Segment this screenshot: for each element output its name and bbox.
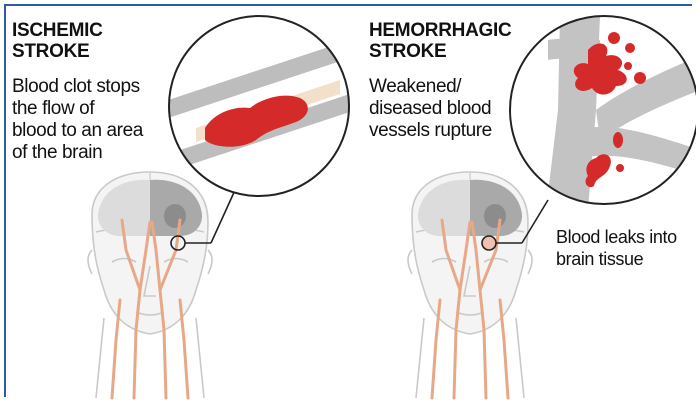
ischemic-desc-line-3: blood to an area	[12, 120, 143, 142]
magnified-artery-clot	[150, 16, 380, 196]
blood-leak-callout: Blood leaks into brain tissue	[556, 226, 677, 270]
ischemic-stroke-title: ISCHEMIC STROKE	[12, 20, 103, 62]
hemorrhagic-stroke-title: HEMORRHAGIC STROKE	[369, 20, 511, 62]
hemorrhagic-desc-line-2: diseased blood	[369, 98, 492, 120]
ischemic-title-line2: STROKE	[12, 41, 89, 62]
ischemic-title-line1: ISCHEMIC	[12, 20, 103, 41]
hemorrhagic-desc-line-1: Weakened/	[369, 76, 492, 98]
callout-line-1: Blood leaks into	[556, 226, 677, 248]
callout-line-2: brain tissue	[556, 248, 677, 270]
ischemic-desc-line-2: the flow of	[12, 98, 143, 120]
hemorrhagic-desc-line-3: vessels rupture	[369, 120, 492, 142]
hemorrhagic-title-line2: STROKE	[369, 41, 446, 62]
ischemic-desc-line-1: Blood clot stops	[12, 76, 143, 98]
magnified-vessel-rupture	[510, 16, 696, 210]
ischemic-description: Blood clot stops the flow of blood to an…	[12, 76, 143, 164]
hemorrhagic-description: Weakened/ diseased blood vessels rupture	[369, 76, 492, 142]
ischemic-desc-line-4: of the brain	[12, 142, 143, 164]
bleed-location-marker	[482, 236, 496, 250]
hemorrhagic-title-line1: HEMORRHAGIC	[369, 20, 511, 41]
leader-line-left-diag	[211, 188, 236, 243]
